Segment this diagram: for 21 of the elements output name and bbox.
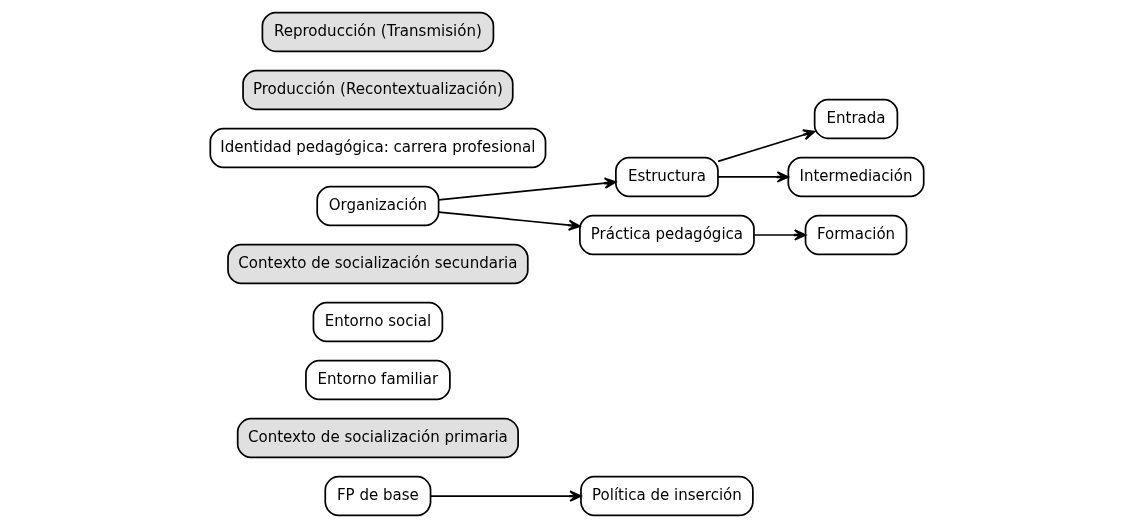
arrow: [716, 129, 815, 163]
node-box: Identidad pedagógica: carrera profesional: [208, 127, 546, 169]
node-box: Entorno familiar: [304, 359, 451, 401]
node-box: FP de base: [323, 475, 431, 517]
node-box: Intermediación: [786, 156, 925, 198]
node-box: Entorno social: [312, 301, 443, 343]
node-box: Producción (Recontextualización): [241, 69, 514, 111]
node-box: Organización: [315, 185, 439, 227]
node-box: Formación: [804, 214, 907, 256]
node-box: Entrada: [813, 98, 898, 140]
node-box: Reproducción (Transmisión): [261, 11, 494, 53]
node-box: Contexto de socialización primaria: [236, 417, 519, 459]
arrow: [437, 177, 617, 201]
node-box: Práctica pedagógica: [578, 214, 755, 256]
arrow: [429, 490, 582, 502]
arrow: [752, 229, 806, 241]
node-box: Estructura: [614, 156, 719, 198]
arrow: [437, 211, 581, 231]
node-box: Contexto de socialización secundaria: [226, 243, 529, 285]
node-box: Política de inserción: [579, 475, 754, 517]
arrow: [716, 171, 789, 183]
